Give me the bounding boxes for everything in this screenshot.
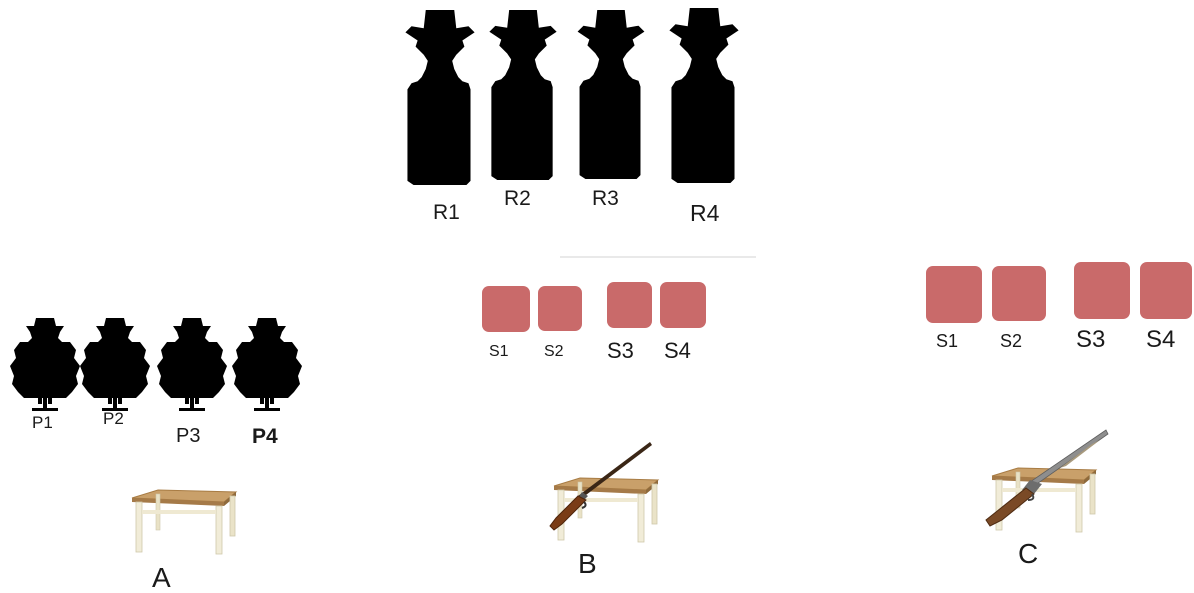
steel-target-label: S3 bbox=[607, 338, 634, 363]
rifle-icon bbox=[549, 442, 652, 531]
pistol-target-p3-icon bbox=[156, 318, 228, 414]
table-icon bbox=[128, 488, 238, 558]
pistol-target-p4-icon bbox=[232, 318, 302, 414]
station-label: A bbox=[152, 562, 171, 593]
steel-target-s3 bbox=[607, 282, 652, 328]
pistol-target-p1-icon bbox=[10, 318, 80, 414]
rifle-target-label: R2 bbox=[504, 187, 531, 210]
steel-target-label: S2 bbox=[544, 343, 564, 360]
steel-target-s1 bbox=[926, 266, 982, 323]
steel-target-s4 bbox=[1140, 262, 1192, 319]
steel-target-label: S3 bbox=[1076, 326, 1106, 353]
station-label: C bbox=[1018, 538, 1039, 569]
shotgun-icon bbox=[985, 429, 1109, 527]
steel-target-label: S4 bbox=[1146, 326, 1176, 353]
rifle-target-label: R1 bbox=[433, 201, 460, 224]
steel-target-s2 bbox=[992, 266, 1046, 321]
pistol-target-label: P4 bbox=[252, 425, 278, 448]
steel-target-label: S4 bbox=[664, 338, 691, 363]
steel-target-s4 bbox=[660, 282, 706, 328]
steel-target-s2 bbox=[538, 286, 582, 331]
pistol-target-label: P2 bbox=[103, 409, 124, 428]
rifle-target-label: R3 bbox=[592, 187, 619, 210]
steel-target-label: S1 bbox=[936, 331, 959, 351]
pistol-target-label: P3 bbox=[176, 425, 201, 447]
station-label: B bbox=[578, 548, 597, 579]
rifle-target-r1-icon bbox=[400, 10, 480, 188]
divider bbox=[560, 256, 756, 258]
pistol-target-p2-icon bbox=[80, 318, 150, 414]
steel-target-s1 bbox=[482, 286, 530, 332]
rifle-target-label: R4 bbox=[690, 200, 720, 226]
rifle-target-r4-icon bbox=[664, 8, 744, 186]
steel-target-s3 bbox=[1074, 262, 1130, 319]
steel-target-label: S1 bbox=[489, 343, 509, 360]
rifle-target-r3-icon bbox=[572, 10, 650, 182]
pistol-target-label: P1 bbox=[32, 413, 53, 432]
rifle-target-r2-icon bbox=[486, 10, 560, 183]
steel-target-label: S2 bbox=[1000, 331, 1023, 351]
